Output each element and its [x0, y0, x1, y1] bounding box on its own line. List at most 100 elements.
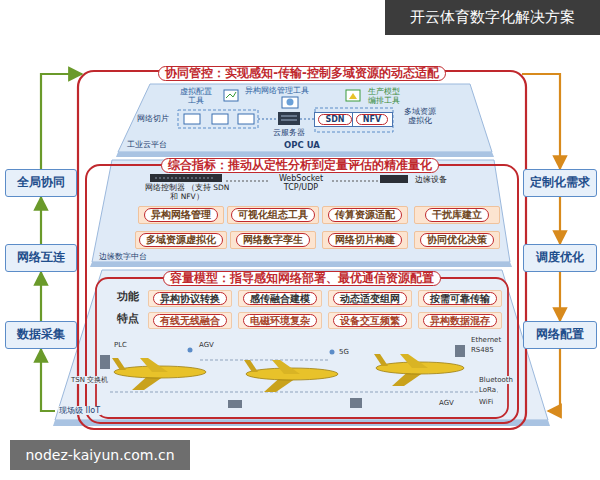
controller-port — [155, 178, 215, 179]
box-text: 动态适变组网 — [333, 292, 407, 306]
function-box: 动态适变组网 — [328, 290, 412, 307]
flow-arrow — [40, 197, 42, 244]
tool-icon — [349, 93, 357, 99]
box-text: 协同优化决策 — [420, 233, 494, 247]
box-text: NFV — [356, 114, 388, 125]
tool-icon — [224, 90, 238, 101]
box-text: 传算资源适配 — [328, 208, 402, 222]
tool-label: 生产模型 编排工具 — [364, 87, 404, 105]
antenna — [188, 348, 193, 353]
function-box: 干扰库建立 — [414, 206, 500, 224]
part-label: 云服务器 — [272, 128, 306, 137]
link — [332, 181, 378, 182]
edge-device-icon — [380, 175, 408, 183]
function-box: 多域资源虚拟化 — [135, 231, 227, 249]
nfv-box: NFV — [352, 112, 393, 127]
box-text: 网络切片构建 — [328, 233, 402, 247]
platform-label: 工业云平台 — [126, 140, 168, 149]
box-text: 异构网络管理 — [144, 208, 218, 222]
process-box: 全局协同 — [5, 169, 77, 197]
device — [455, 345, 465, 357]
tool-icon — [282, 97, 298, 108]
antenna — [330, 350, 335, 355]
flow-arrow — [559, 197, 561, 244]
protocol-tag: WiFi — [478, 398, 494, 406]
aircraft — [112, 358, 206, 390]
control-loop — [78, 71, 526, 429]
feature-box: 设备交互频繁 — [328, 312, 412, 329]
function-box: 异构协议转换 — [148, 290, 232, 307]
box-text: 按需可靠传输 — [423, 292, 497, 306]
box-text: 全局协同 — [17, 176, 65, 190]
title-banner: 开云体育数字化解决方案 — [385, 0, 600, 35]
feature-box: 电磁环境复杂 — [238, 312, 322, 329]
row-label: 功能 — [116, 291, 140, 304]
tool-label: 虚拟配置 工具 — [176, 87, 216, 105]
server-icon — [278, 112, 300, 125]
layer-title: 容量模型：指导感知网络部署、最优通信资源配置 — [163, 271, 441, 286]
part-label: 网络切片 — [136, 114, 170, 123]
box-text: 可视化组态工具 — [231, 208, 315, 222]
device — [350, 398, 362, 408]
box-text: 网络配置 — [536, 328, 584, 342]
box-text: 异构数据混存 — [423, 314, 497, 328]
edge-platform — [92, 160, 510, 262]
flow-arrow — [41, 74, 82, 169]
aircraft — [374, 354, 464, 386]
feature-box: 异构数据混存 — [418, 312, 502, 329]
function-box: 按需可靠传输 — [418, 290, 502, 307]
watermark: nodez-kaiyun.com.cn — [10, 440, 190, 470]
box-text: SDN — [318, 114, 351, 125]
sdn-box: SDN — [314, 112, 356, 127]
box-text: 设备交互频繁 — [333, 314, 407, 328]
feature-box: 有线无线融合 — [148, 312, 232, 329]
platform-label: 边缘数字中台 — [98, 252, 148, 261]
cloud-platform — [118, 84, 492, 152]
box-text: 数据采集 — [17, 328, 65, 342]
protocol-tag: Bluetooth — [478, 376, 514, 384]
link — [110, 392, 500, 393]
slice-item — [212, 114, 228, 124]
control-loop — [86, 165, 518, 423]
link — [258, 119, 276, 120]
slice-bracket — [315, 108, 393, 132]
protocol-tag: Ethernet — [470, 336, 502, 344]
box-text: 多域资源虚拟化 — [139, 233, 223, 247]
flow-arrow — [522, 74, 560, 169]
layer-title: 协同管控：实现感知-传输-控制多域资源的动态适配 — [158, 66, 446, 81]
tool-icon — [346, 90, 360, 101]
process-box: 调度优化 — [523, 244, 597, 272]
function-box: 异构网络管理 — [138, 206, 224, 224]
flow-arrow — [40, 272, 42, 321]
device — [228, 400, 242, 408]
tool-label: 异构网络管理工具 — [244, 86, 310, 95]
protocol-tag: LoRa — [478, 386, 497, 394]
aircraft — [244, 360, 338, 392]
function-box: 网络切片构建 — [322, 231, 408, 249]
process-box: 定制化需求 — [523, 169, 597, 197]
flow-arrow — [559, 272, 561, 321]
slice-item — [238, 114, 254, 124]
box-text: 调度优化 — [536, 251, 584, 265]
platform-label: 现场级 IIoT — [58, 406, 101, 415]
protocol-label: WebSocket TCP/UDP — [270, 174, 332, 192]
field-platform — [55, 270, 548, 420]
function-box: 网络数字孪生 — [230, 231, 316, 249]
box-text: 电磁环境复杂 — [243, 314, 317, 328]
link — [226, 181, 268, 182]
part-label: 多域资源 虚拟化 — [400, 107, 440, 125]
device-tag: AGV — [198, 341, 215, 349]
flow-arrow — [41, 349, 55, 411]
box-text: 异构协议转换 — [153, 292, 227, 306]
slice-item — [184, 114, 200, 124]
device-tag: 5G — [338, 348, 350, 356]
link — [200, 360, 330, 361]
box-text: 有线无线融合 — [153, 314, 227, 328]
device-tag: TSN 交换机 — [70, 376, 109, 384]
process-box: 数据采集 — [5, 321, 77, 349]
box-text: 感传融合建模 — [243, 292, 317, 306]
controller-icon — [150, 174, 222, 182]
function-box: 感传融合建模 — [238, 290, 322, 307]
device-tag: PLC — [113, 341, 128, 349]
